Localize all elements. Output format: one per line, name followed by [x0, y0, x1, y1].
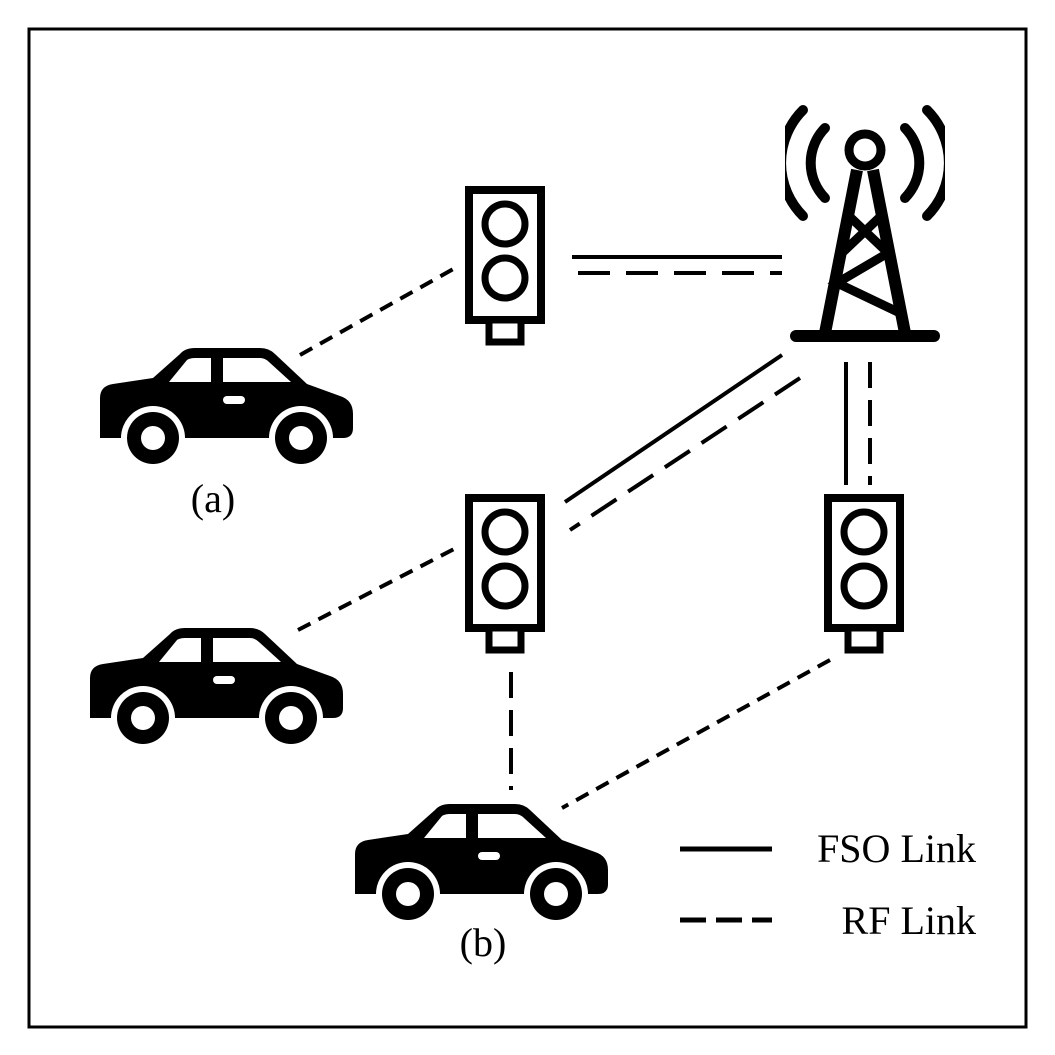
- rf-link-car-a-to-light-1: [299, 266, 456, 357]
- car-icon: [100, 348, 353, 470]
- fso-link-tower-to-light-2: [563, 353, 784, 504]
- car-icon: [355, 804, 608, 926]
- cell-tower-icon: [781, 110, 949, 342]
- traffic-light-icon: [828, 498, 900, 650]
- legend-rf-label: RF Link: [842, 898, 976, 943]
- rf-link-car-middle-to-light-2: [297, 546, 457, 632]
- traffic-light-icon: [469, 498, 541, 650]
- rf-link-tower-to-light-2: [568, 376, 802, 532]
- traffic-light-icon: [469, 190, 541, 342]
- legend-fso-label: FSO Link: [817, 826, 976, 871]
- car-label-b: (b): [460, 920, 507, 965]
- car-icon: [90, 628, 343, 750]
- car-label-a: (a): [191, 476, 235, 521]
- links: [297, 255, 872, 810]
- legend: FSO Link RF Link: [680, 826, 976, 943]
- rf-link-light-3-to-car-b: [561, 658, 831, 810]
- diagram-frame: [27, 27, 1028, 1029]
